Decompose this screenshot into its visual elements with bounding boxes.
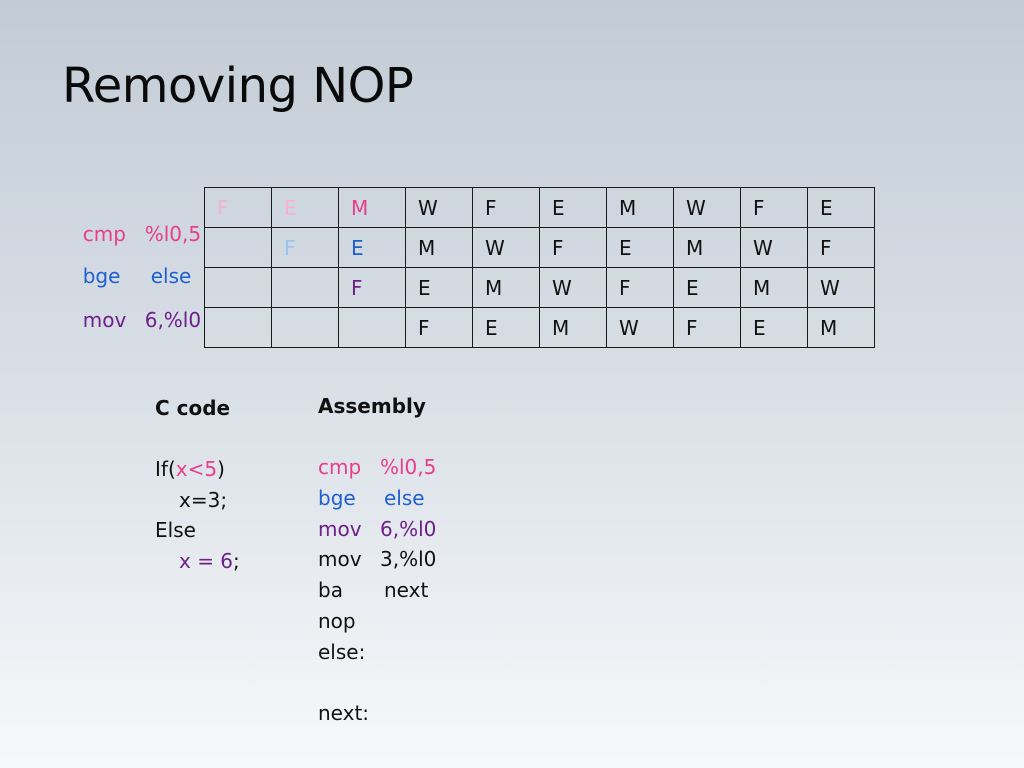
assembly-line: cmp %l0,5 bbox=[318, 455, 436, 479]
pipeline-cell: F bbox=[673, 307, 741, 348]
instr-cmp: cmp %l0,5 bbox=[70, 198, 201, 246]
pipeline-cell: W bbox=[807, 267, 875, 308]
pipeline-cell: F bbox=[740, 187, 808, 228]
assembly-arg: else bbox=[384, 485, 425, 510]
assembly-heading: Assembly bbox=[318, 394, 426, 418]
instr-arg: else bbox=[150, 264, 192, 288]
assembly-line bbox=[318, 671, 380, 695]
instr-op: bge bbox=[82, 264, 121, 288]
instr-mov: mov 6,%l0 bbox=[70, 284, 201, 332]
instr-bge: bge else bbox=[70, 240, 192, 288]
assembly-line: nop bbox=[318, 609, 380, 633]
pipeline-cell bbox=[204, 267, 272, 308]
pipeline-cell: M bbox=[539, 307, 607, 348]
c-if-kw: If( bbox=[155, 457, 176, 481]
pipeline-cell: E bbox=[405, 267, 473, 308]
pipeline-cell: W bbox=[405, 187, 473, 228]
pipeline-cell: E bbox=[740, 307, 808, 348]
assembly-arg: %l0,5 bbox=[380, 455, 437, 479]
pipeline-cell: F bbox=[807, 227, 875, 268]
pipeline-cell bbox=[204, 307, 272, 348]
assembly-op: next: bbox=[318, 701, 370, 726]
pipeline-cell bbox=[271, 267, 339, 308]
pipeline-cell: E bbox=[472, 307, 540, 348]
pipeline-cell: F bbox=[405, 307, 473, 348]
c-close: ) bbox=[217, 457, 225, 481]
assembly-line: else: bbox=[318, 640, 365, 664]
instr-op: cmp bbox=[82, 222, 126, 246]
pipeline-cell bbox=[271, 307, 339, 348]
assembly-arg: 6,%l0 bbox=[380, 516, 437, 541]
pipeline-cell: W bbox=[606, 307, 674, 348]
pipeline-cell: M bbox=[472, 267, 540, 308]
c-cond: x<5 bbox=[175, 457, 218, 481]
assembly-op: else: bbox=[318, 639, 366, 664]
pipeline-cell: M bbox=[673, 227, 741, 268]
instr-arg: %l0,5 bbox=[144, 222, 202, 246]
pipeline-cell bbox=[204, 227, 272, 268]
c-code-else: Else bbox=[155, 518, 196, 542]
pipeline-cell: F bbox=[338, 267, 406, 308]
pipeline-cell: M bbox=[740, 267, 808, 308]
pipeline-cell: W bbox=[673, 187, 741, 228]
assembly-line: ba next bbox=[318, 578, 428, 602]
c-else-semi: ; bbox=[233, 549, 240, 573]
c-code-then: x=3; bbox=[179, 488, 228, 512]
pipeline-cell: F bbox=[271, 227, 339, 268]
assembly-op: mov bbox=[318, 547, 362, 572]
instr-arg: 6,%l0 bbox=[144, 308, 202, 332]
assembly-line: mov 3,%l0 bbox=[318, 547, 436, 571]
assembly-op: cmp bbox=[318, 455, 362, 479]
pipeline-cell bbox=[338, 307, 406, 348]
assembly-op: nop bbox=[318, 609, 356, 633]
assembly-line: bge else bbox=[318, 486, 425, 510]
instr-op: mov bbox=[82, 308, 127, 332]
assembly-arg: next bbox=[384, 578, 429, 603]
assembly-arg: 3,%l0 bbox=[380, 547, 437, 572]
pipeline-cell: W bbox=[539, 267, 607, 308]
c-code-if: If(x<5) bbox=[155, 457, 225, 481]
pipeline-cell: E bbox=[606, 227, 674, 268]
assembly-line: next: bbox=[318, 701, 369, 725]
slide-title: Removing NOP bbox=[62, 58, 414, 114]
assembly-line: mov 6,%l0 bbox=[318, 517, 436, 541]
pipeline-cell: M bbox=[606, 187, 674, 228]
pipeline-cell: M bbox=[807, 307, 875, 348]
pipeline-cell: E bbox=[807, 187, 875, 228]
pipeline-cell: E bbox=[673, 267, 741, 308]
c-else-stmt: x = 6 bbox=[179, 549, 234, 573]
pipeline-cell: M bbox=[338, 187, 406, 228]
pipeline-cell: W bbox=[740, 227, 808, 268]
pipeline-cell: M bbox=[405, 227, 473, 268]
pipeline-cell: E bbox=[338, 227, 406, 268]
assembly-op: mov bbox=[318, 516, 362, 541]
pipeline-cell: E bbox=[271, 187, 339, 228]
pipeline-cell: F bbox=[539, 227, 607, 268]
assembly-op: ba bbox=[318, 578, 343, 603]
c-code-else-stmt: x = 6; bbox=[179, 549, 240, 573]
pipeline-cell: F bbox=[606, 267, 674, 308]
pipeline-cell: F bbox=[472, 187, 540, 228]
c-code-heading: C code bbox=[155, 396, 231, 420]
assembly-op: bge bbox=[318, 485, 356, 510]
pipeline-cell: F bbox=[204, 187, 272, 228]
pipeline-cell: E bbox=[539, 187, 607, 228]
pipeline-cell: W bbox=[472, 227, 540, 268]
